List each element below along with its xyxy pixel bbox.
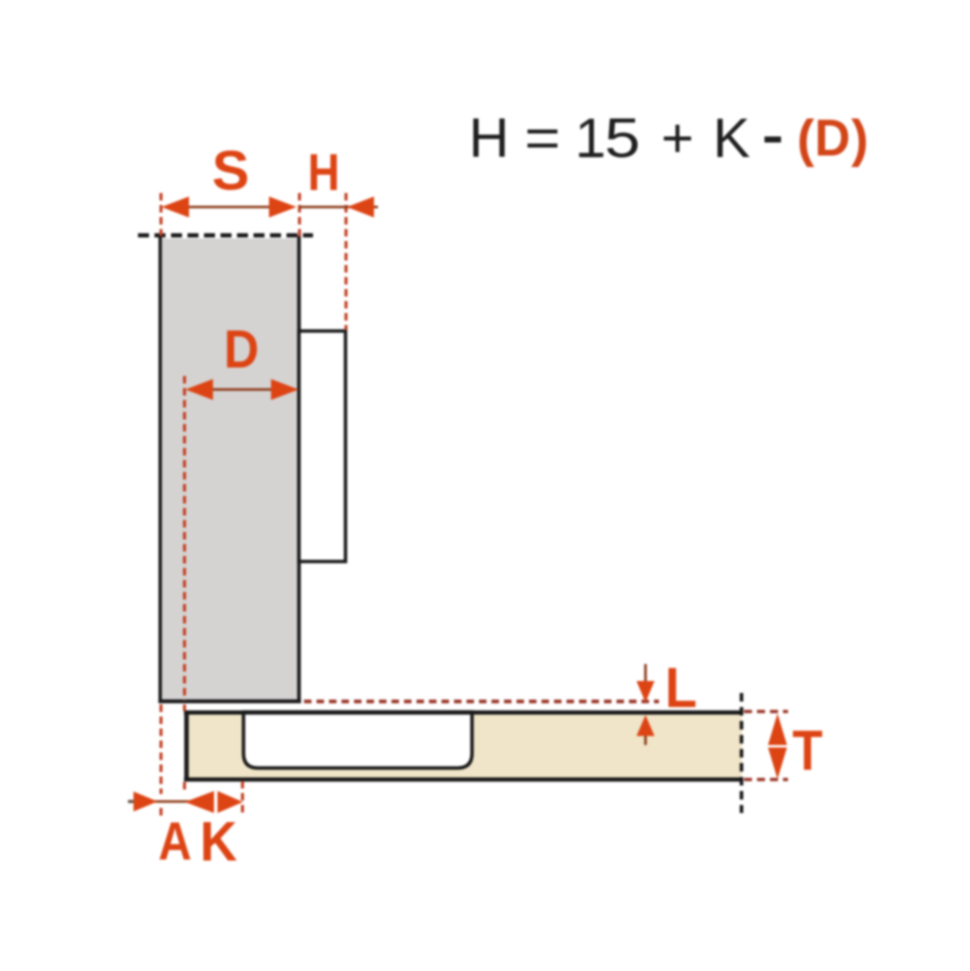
svg-text:=: = [525,108,561,170]
svg-text:K: K [200,811,237,873]
svg-text:S: S [212,139,249,202]
svg-text:+: + [661,106,694,169]
svg-text:L: L [665,655,697,720]
svg-text:D: D [224,318,259,379]
svg-text:H: H [308,145,340,202]
svg-text:D: D [815,108,851,166]
svg-text:): ) [851,110,868,168]
svg-text:H: H [469,106,509,169]
svg-text:(: ( [797,110,815,168]
svg-text:K: K [713,106,750,169]
svg-text:A: A [158,811,191,871]
svg-text:5: 5 [604,106,640,169]
svg-text:1: 1 [575,106,606,169]
svg-text:T: T [792,719,823,782]
